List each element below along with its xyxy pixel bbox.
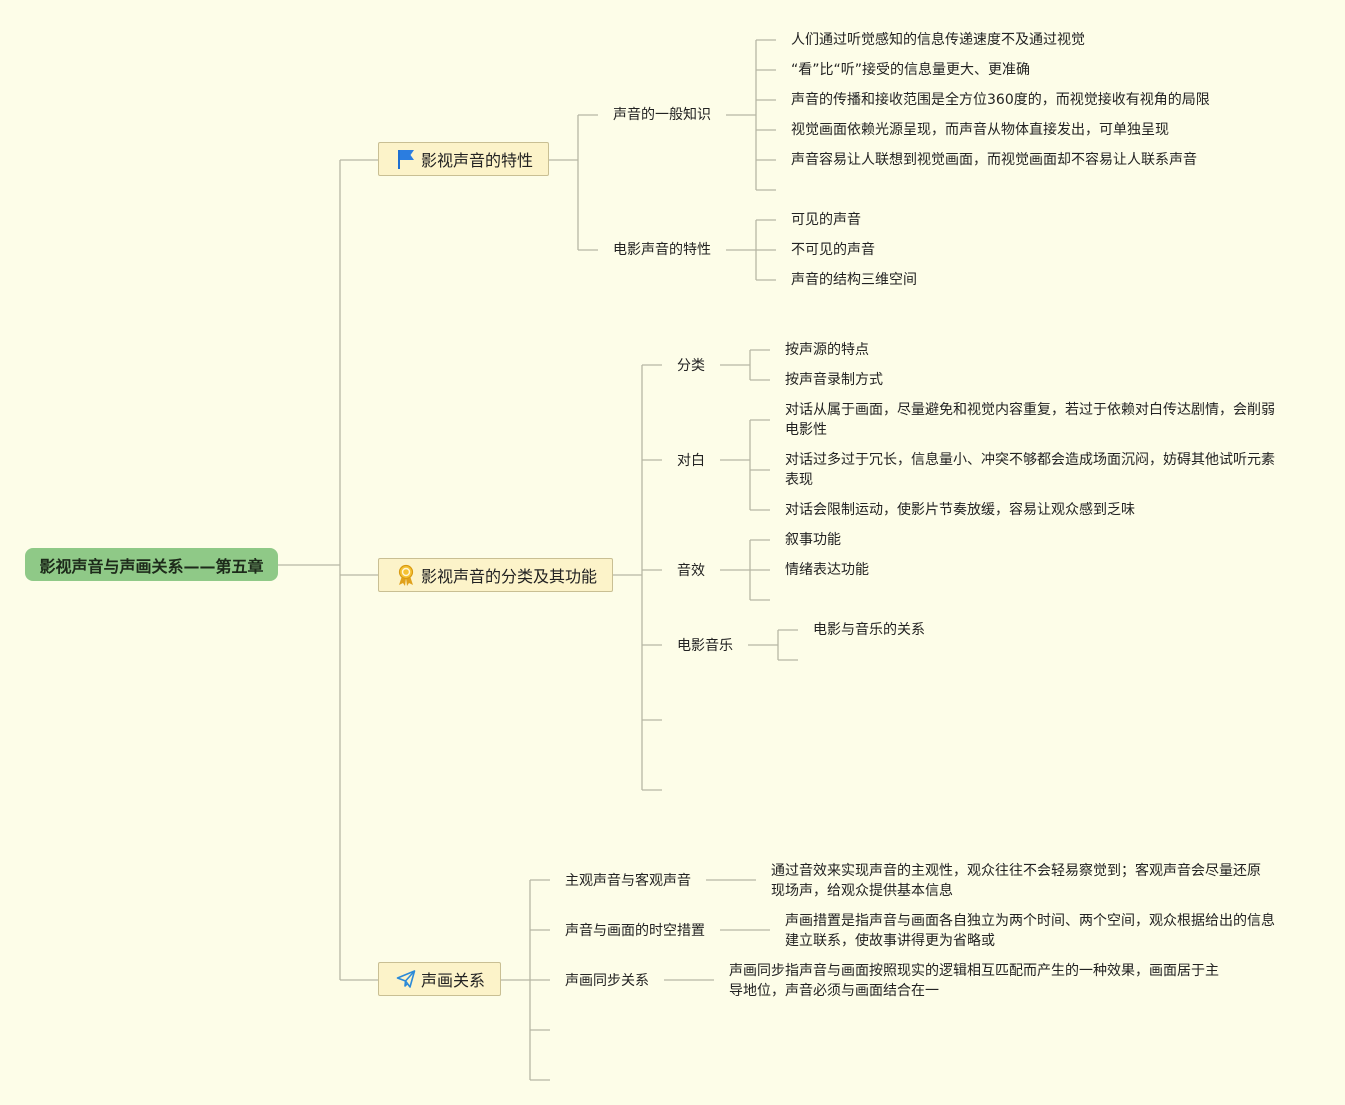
leaf-item[interactable]: 视觉画面依赖光源呈现，而声音从物体直接发出，可单独呈现 (791, 122, 1169, 138)
topic-label: 声画关系 (421, 971, 486, 990)
subtopic-general-knowledge[interactable]: 声音的一般知识 (613, 107, 711, 123)
leaf-item[interactable]: 对话从属于画面，尽量避免和视觉内容重复，若过于依赖对白传达剧情，会削弱电影性 (785, 402, 1275, 438)
subtopic-sound-effects[interactable]: 音效 (677, 563, 705, 579)
leaf-item[interactable]: 叙事功能 (785, 532, 841, 548)
leaf-item[interactable]: 声音的传播和接收范围是全方位360度的，而视觉接收有视角的局限 (791, 92, 1210, 108)
leaf-item[interactable]: 情绪表达功能 (785, 562, 869, 578)
paper-plane-icon (395, 968, 417, 990)
topic-label: 影视声音的分类及其功能 (421, 567, 598, 586)
award-ribbon-icon (395, 564, 417, 586)
topic-sound-classification[interactable]: 影视声音的分类及其功能 (378, 558, 613, 592)
leaf-item[interactable]: 可见的声音 (791, 212, 861, 228)
subtopic-film-music[interactable]: 电影音乐 (677, 638, 733, 654)
leaf-item[interactable]: “看”比“听”接受的信息量更大、更准确 (791, 62, 1031, 78)
leaf-item[interactable]: 声音容易让人联想到视觉画面，而视觉画面却不容易让人联系声音 (791, 152, 1197, 168)
topic-label: 影视声音的特性 (421, 151, 534, 170)
root-topic-label: 影视声音与声画关系——第五章 (39, 556, 264, 576)
subtopic-spatiotemporal-displacement[interactable]: 声音与画面的时空措置 (565, 923, 705, 939)
subtopic-film-sound-traits[interactable]: 电影声音的特性 (613, 242, 711, 258)
leaf-item[interactable]: 人们通过听觉感知的信息传递速度不及通过视觉 (791, 32, 1085, 48)
leaf-item[interactable]: 不可见的声音 (791, 242, 875, 258)
leaf-item[interactable]: 对话过多过于冗长，信息量小、冲突不够都会造成场面沉闷，妨碍其他试听元素表现 (785, 452, 1275, 488)
subtopic-dialogue[interactable]: 对白 (677, 453, 705, 469)
leaf-item[interactable]: 按声音录制方式 (785, 372, 883, 388)
subtopic-subjective-objective-sound[interactable]: 主观声音与客观声音 (565, 873, 691, 889)
leaf-item[interactable]: 按声源的特点 (785, 342, 869, 358)
topic-sound-picture-relation[interactable]: 声画关系 (378, 962, 501, 996)
subtopic-sync-relation[interactable]: 声画同步关系 (565, 973, 649, 989)
leaf-item[interactable]: 声画同步指声音与画面按照现实的逻辑相互匹配而产生的一种效果，画面居于主导地位，声… (729, 963, 1219, 999)
leaf-item[interactable]: 通过音效来实现声音的主观性，观众往往不会轻易察觉到；客观声音会尽量还原现场声，给… (771, 863, 1261, 899)
subtopic-classification[interactable]: 分类 (677, 358, 705, 374)
topic-film-sound-characteristics[interactable]: 影视声音的特性 (378, 142, 549, 176)
leaf-item[interactable]: 声画措置是指声音与画面各自独立为两个时间、两个空间，观众根据给出的信息建立联系，… (785, 913, 1275, 949)
flag-icon (395, 148, 417, 170)
leaf-item[interactable]: 声音的结构三维空间 (791, 272, 917, 288)
leaf-item[interactable]: 对话会限制运动，使影片节奏放缓，容易让观众感到乏味 (785, 502, 1135, 518)
root-topic[interactable]: 影视声音与声画关系——第五章 (25, 548, 278, 581)
leaf-item[interactable]: 电影与音乐的关系 (813, 622, 925, 638)
